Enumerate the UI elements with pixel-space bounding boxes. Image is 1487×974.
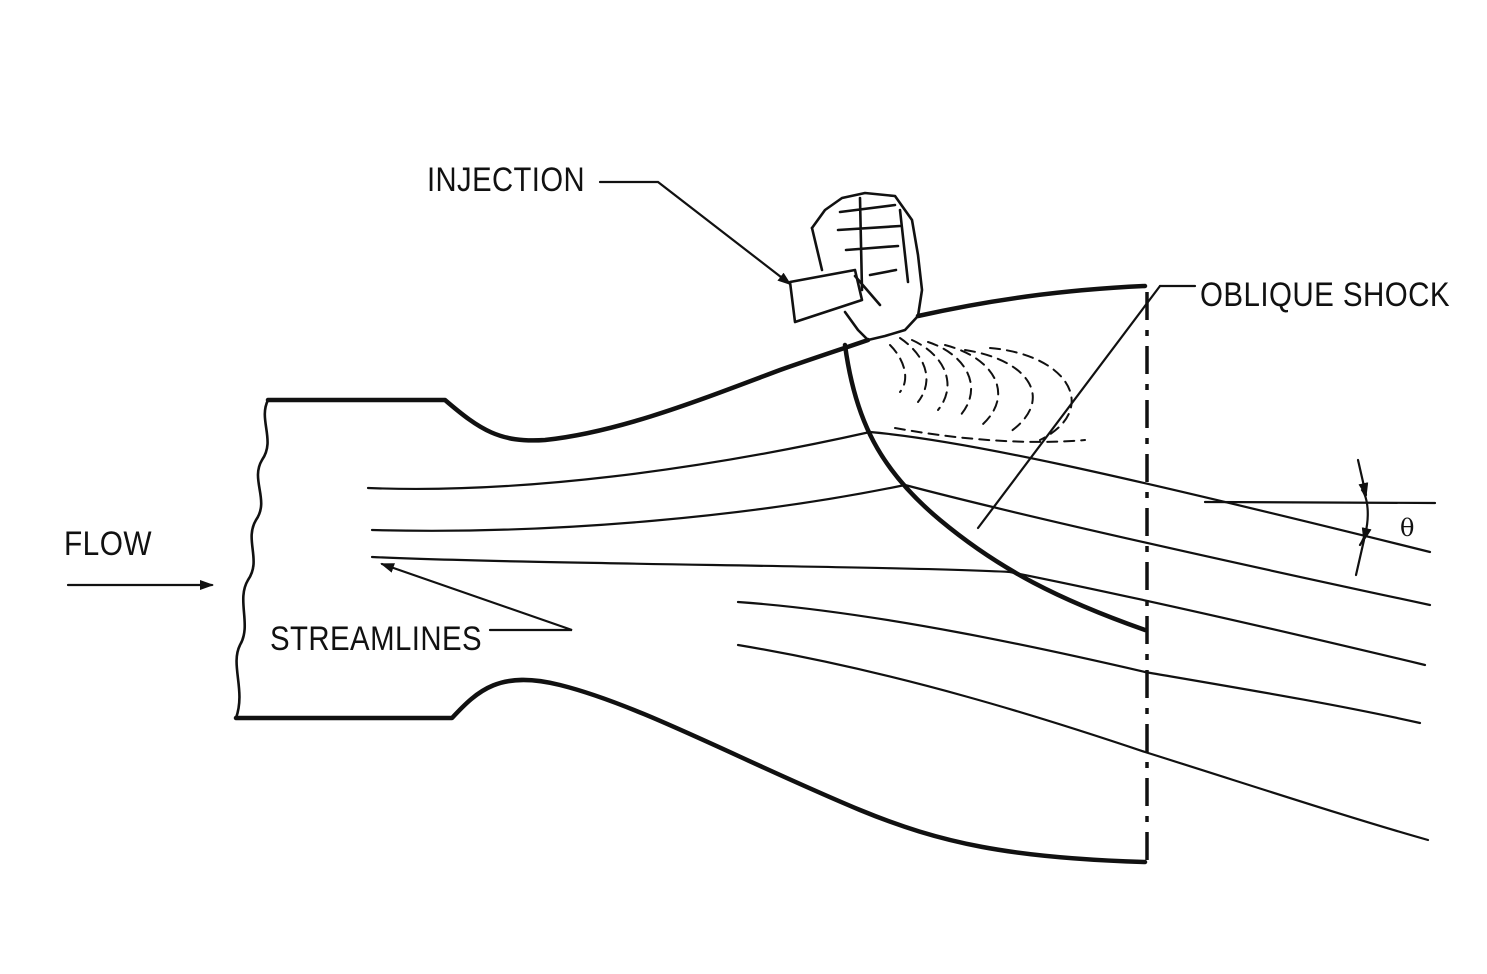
upper-wall-downstream — [915, 283, 1148, 319]
injection-label: INJECTION — [427, 161, 585, 199]
streamline — [736, 643, 1430, 842]
upstream-break-line — [234, 398, 270, 720]
injection-leader-arrow — [598, 180, 792, 286]
streamline — [736, 600, 1422, 725]
theta-angle-indicator — [1203, 458, 1437, 577]
streamline — [370, 555, 1427, 667]
streamline — [366, 430, 1432, 554]
oblique-shock-line — [976, 284, 1162, 530]
lower-nozzle-wall — [233, 677, 1148, 865]
streamlines-leader-arrow — [380, 562, 573, 632]
injection-plume — [889, 337, 1086, 443]
injector-icon — [788, 191, 924, 342]
upper-nozzle-wall — [265, 337, 871, 443]
flow-label: FLOW — [64, 525, 152, 563]
streamlines-label: STREAMLINES — [270, 620, 482, 658]
bow-shock — [842, 342, 1148, 633]
oblique-shock-label: OBLIQUE SHOCK — [1200, 276, 1450, 314]
streamlines — [366, 430, 1432, 842]
streamline — [370, 483, 1432, 607]
theta-label: θ — [1400, 514, 1414, 542]
